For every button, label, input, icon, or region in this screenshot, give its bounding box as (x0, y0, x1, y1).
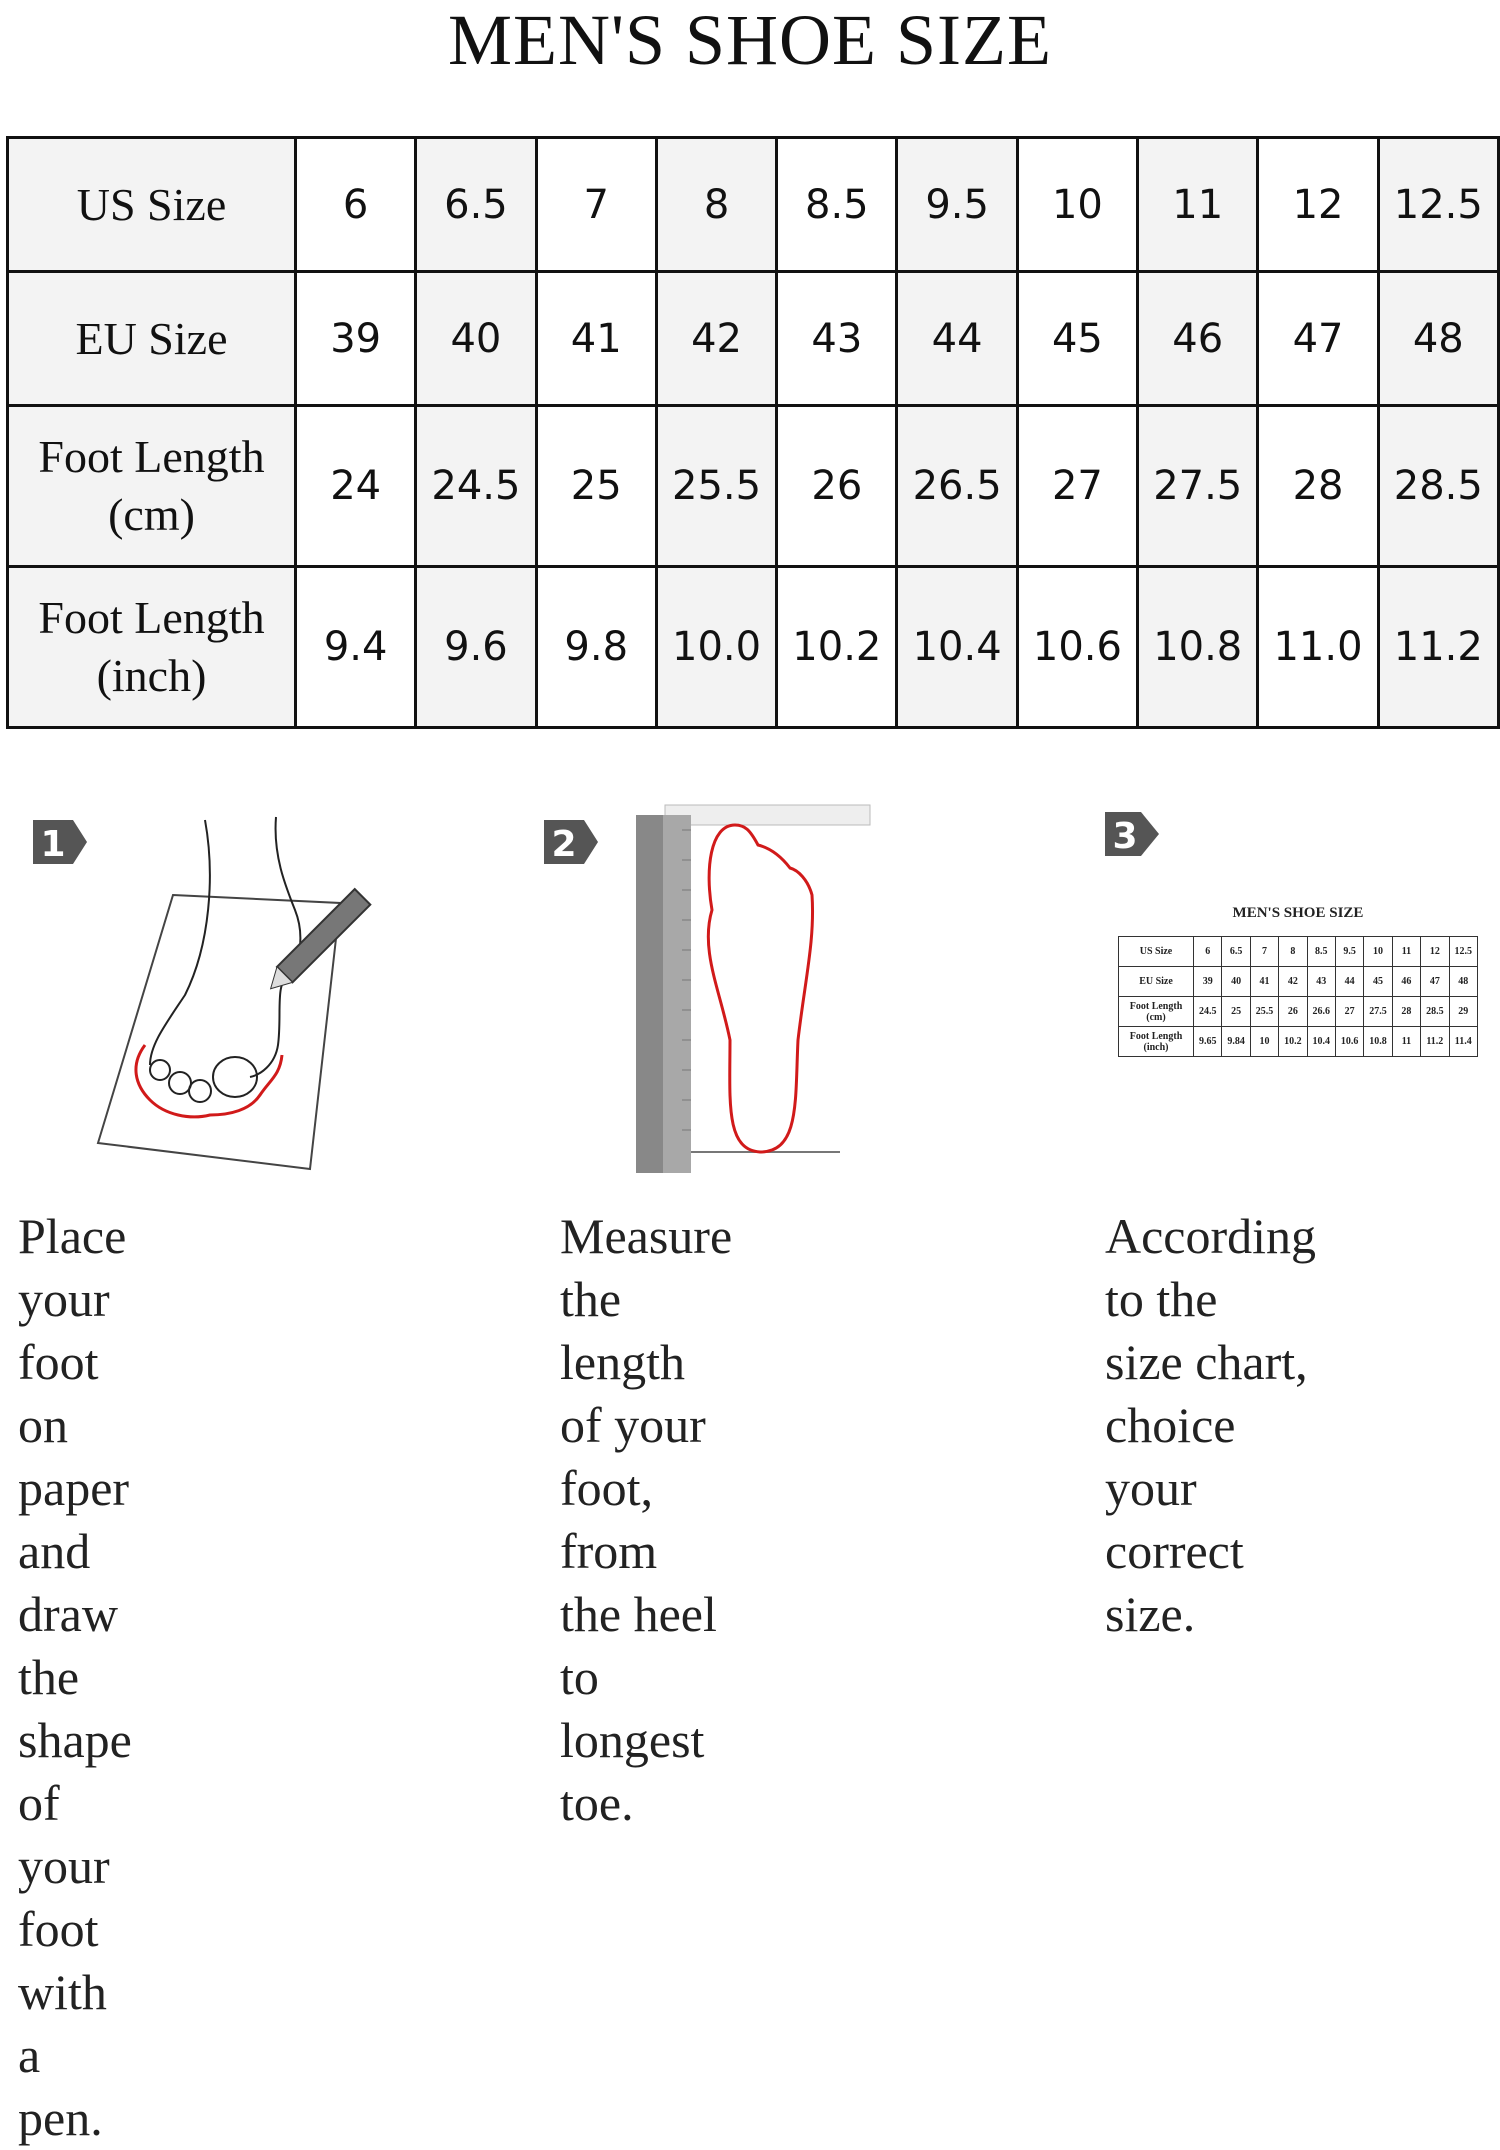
row-label: US Size (6, 136, 297, 273)
page-title: MEN'S SHOE SIZE (447, 0, 1052, 80)
table-cell: 24.5 (414, 404, 538, 568)
table-cell: 12 (1256, 136, 1380, 273)
table-cell: 10 (1015, 136, 1140, 273)
table-cell: 43 (775, 270, 899, 407)
table-cell: 46 (1136, 270, 1260, 407)
table-cell: 11 (1136, 136, 1260, 273)
step-2-text: Measure the length (560, 1208, 733, 1390)
table-cell: 11.0 (1256, 565, 1380, 729)
table-cell: 8 (654, 136, 779, 273)
row-label: Foot Length(inch) (6, 565, 297, 729)
table-cell: 27.5 (1136, 404, 1260, 568)
table-cell: 25.5 (654, 404, 779, 568)
table-cell: 28.5 (1376, 404, 1500, 568)
table-cell: 10.8 (1136, 565, 1260, 729)
table-cell: 47 (1256, 270, 1380, 407)
table-cell: 9.6 (414, 565, 538, 729)
table-cell: 6 (293, 136, 418, 273)
table-cell: 10.6 (1015, 565, 1140, 729)
table-cell: 11.2 (1376, 565, 1500, 729)
table-cell: 9.5 (895, 136, 1019, 273)
ruler-foot-icon (636, 804, 871, 1173)
table-cell: 25 (534, 404, 658, 568)
table-cell: 28 (1256, 404, 1380, 568)
table-cell: 9.4 (293, 565, 418, 729)
table-cell: 26 (775, 404, 899, 568)
table-cell: 27 (1015, 404, 1140, 568)
table-cell: 45 (1015, 270, 1140, 407)
table-cell: 48 (1376, 270, 1500, 407)
svg-text:2: 2 (551, 824, 576, 864)
step-3-badge-icon: 3 (1105, 812, 1159, 856)
svg-text:1: 1 (40, 824, 65, 864)
table-cell: 44 (895, 270, 1019, 407)
table-cell: 26.5 (895, 404, 1019, 568)
row-label: EU Size (6, 270, 297, 407)
table-cell: 7 (534, 136, 658, 273)
table-cell: 42 (654, 270, 779, 407)
row-label: Foot Length(cm) (6, 404, 297, 568)
foot-tracing-icon (96, 816, 372, 1171)
table-cell: 39 (293, 270, 418, 407)
table-cell: 8.5 (775, 136, 899, 273)
step-3-text: According to the (1105, 1208, 1317, 1327)
table-cell: 10.2 (775, 565, 899, 729)
step-1-badge-icon: 1 (33, 820, 87, 864)
table-cell: 6.5 (414, 136, 538, 273)
step-1-text: Place your foot on (18, 1208, 127, 1453)
step-2-badge-icon: 2 (544, 820, 598, 864)
table-cell: 9.8 (534, 565, 658, 729)
svg-text:3: 3 (1112, 816, 1137, 856)
table-cell: 10.0 (654, 565, 779, 729)
table-cell: 40 (414, 270, 538, 407)
table-cell: 41 (534, 270, 658, 407)
table-cell: 10.4 (895, 565, 1019, 729)
table-cell: 12.5 (1376, 136, 1500, 273)
table-cell: 24 (293, 404, 418, 568)
